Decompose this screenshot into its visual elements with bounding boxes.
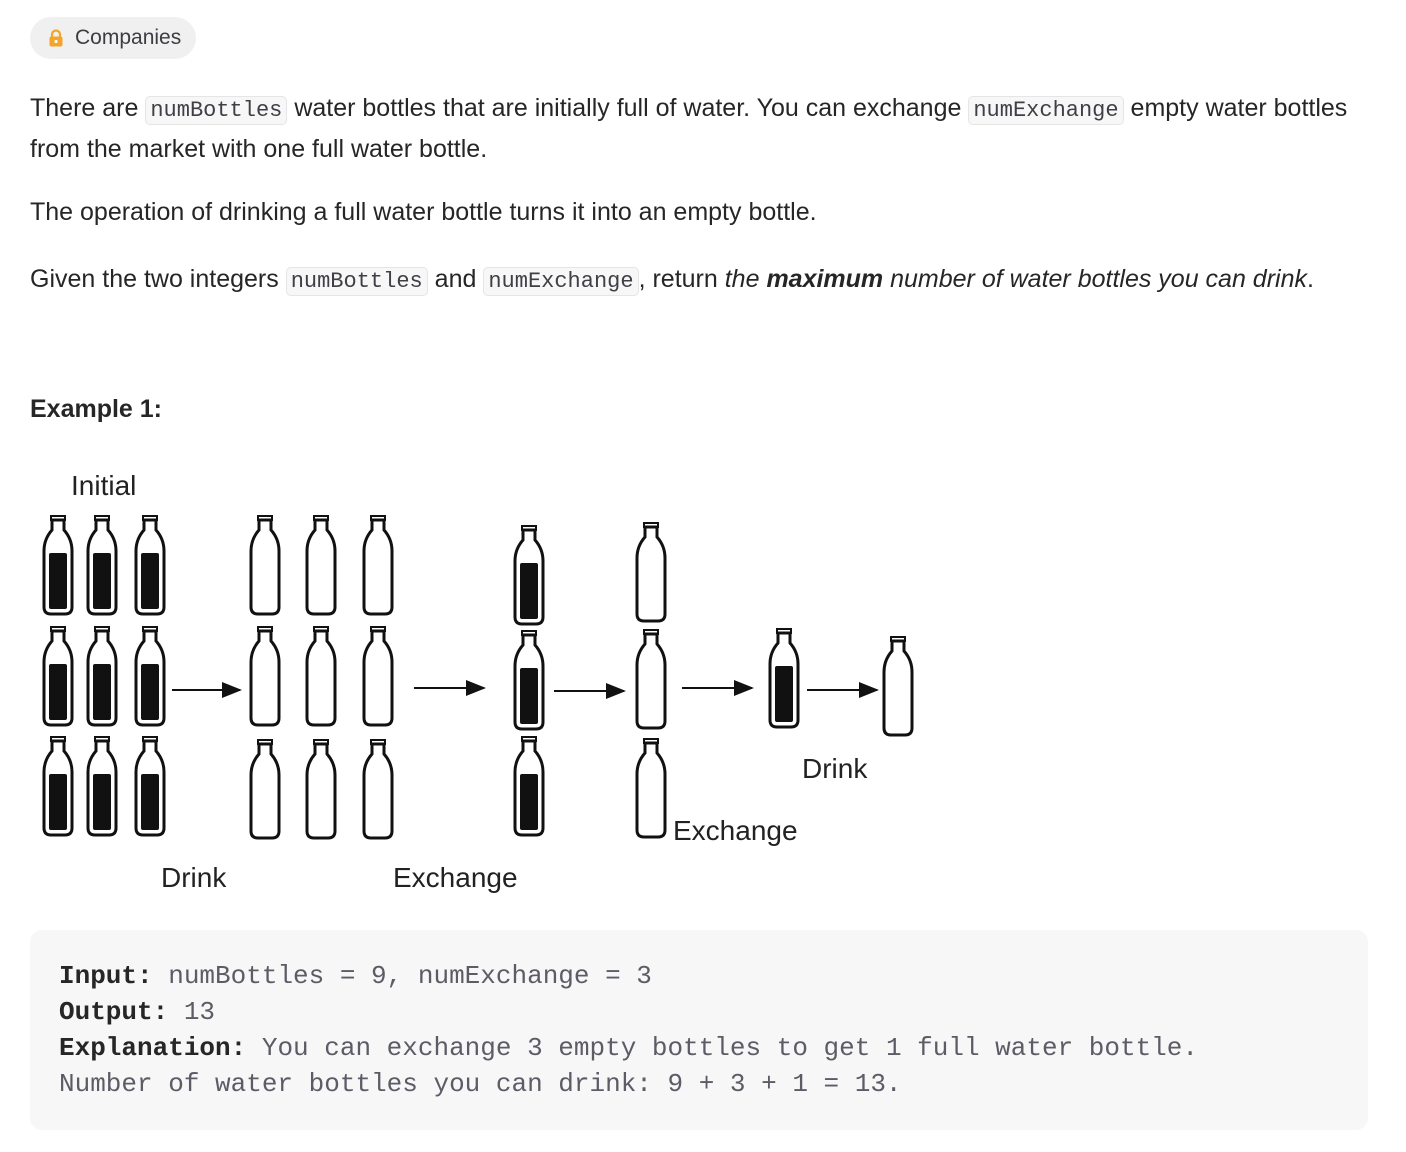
full-bottle [513,524,545,626]
example-heading: Example 1: [30,395,163,423]
example-explanation-line-2: Number of water bottles you can drink: 9… [59,1069,902,1099]
empty-bottle [635,737,667,839]
full-bottle [42,625,74,727]
input-label: Input: [59,961,153,991]
emphasis: the maximum number of water bottles you … [725,265,1307,293]
empty-bottle [249,738,281,840]
bold-maximum: maximum [766,265,884,293]
full-bottle [134,514,166,616]
diagram-label-initial: Initial [71,470,136,501]
example-output-line: Output: 13 [59,994,1368,1030]
explanation-label: Explanation: [59,1033,247,1063]
full-bottle [134,625,166,727]
description-paragraph-3: Given the two integers numBottles and nu… [30,260,1360,301]
text: empty water bottles from the market with… [30,94,1348,163]
diagram-label-drink: Drink [802,753,868,784]
code-num-exchange: numExchange [483,267,639,296]
code-num-bottles: numBottles [145,96,288,125]
full-bottle [86,514,118,616]
full-bottle [86,735,118,837]
empty-bottle [635,521,667,623]
full-bottle [42,514,74,616]
empty-bottle [305,625,337,727]
output-label: Output: [59,997,169,1027]
full-bottle [513,629,545,731]
example-input-line: Input: numBottles = 9, numExchange = 3 [59,958,1368,994]
empty-bottle [305,514,337,616]
description-paragraph-1: There are numBottles water bottles that … [30,89,1360,168]
text: Given the two integers [30,265,286,293]
text: the [724,265,767,293]
diagram-label-drink: Drink [161,862,227,893]
full-bottle [134,735,166,837]
text: There are [30,94,146,122]
text: and [427,265,484,293]
output-value: 13 [168,997,216,1027]
empty-bottle [249,625,281,727]
lock-icon [49,29,63,47]
text: . [1306,265,1314,293]
input-value: numBottles = 9, numExchange = 3 [152,961,652,991]
companies-tag[interactable]: Companies [30,17,197,59]
text: water bottles that are initially full of… [287,94,969,122]
empty-bottle [635,628,667,730]
diagram-label-exchange: Exchange [393,862,518,893]
full-bottle [86,625,118,727]
explanation-value: You can exchange 3 empty bottles to get … [246,1033,1198,1063]
diagram-label-exchange: Exchange [673,815,798,846]
code-num-bottles: numBottles [285,267,428,296]
example-explanation-line: Explanation: You can exchange 3 empty bo… [59,1030,1368,1066]
empty-bottle [362,625,394,727]
empty-bottle [305,738,337,840]
description-paragraph-2: The operation of drinking a full water b… [30,198,817,226]
full-bottle [768,627,800,729]
text: number of water bottles you can drink [883,265,1307,293]
text: , return [638,265,725,293]
full-bottle [513,735,545,837]
companies-label: Companies [75,26,182,49]
empty-bottle [362,514,394,616]
example-diagram: Initial Drink Exchange Exchange Drink [42,470,914,893]
empty-bottle [249,514,281,616]
code-num-exchange: numExchange [968,96,1124,125]
full-bottle [42,735,74,837]
empty-bottle [882,635,914,737]
example-block: Input: numBottles = 9, numExchange = 3 O… [30,930,1368,1130]
empty-bottle [362,738,394,840]
